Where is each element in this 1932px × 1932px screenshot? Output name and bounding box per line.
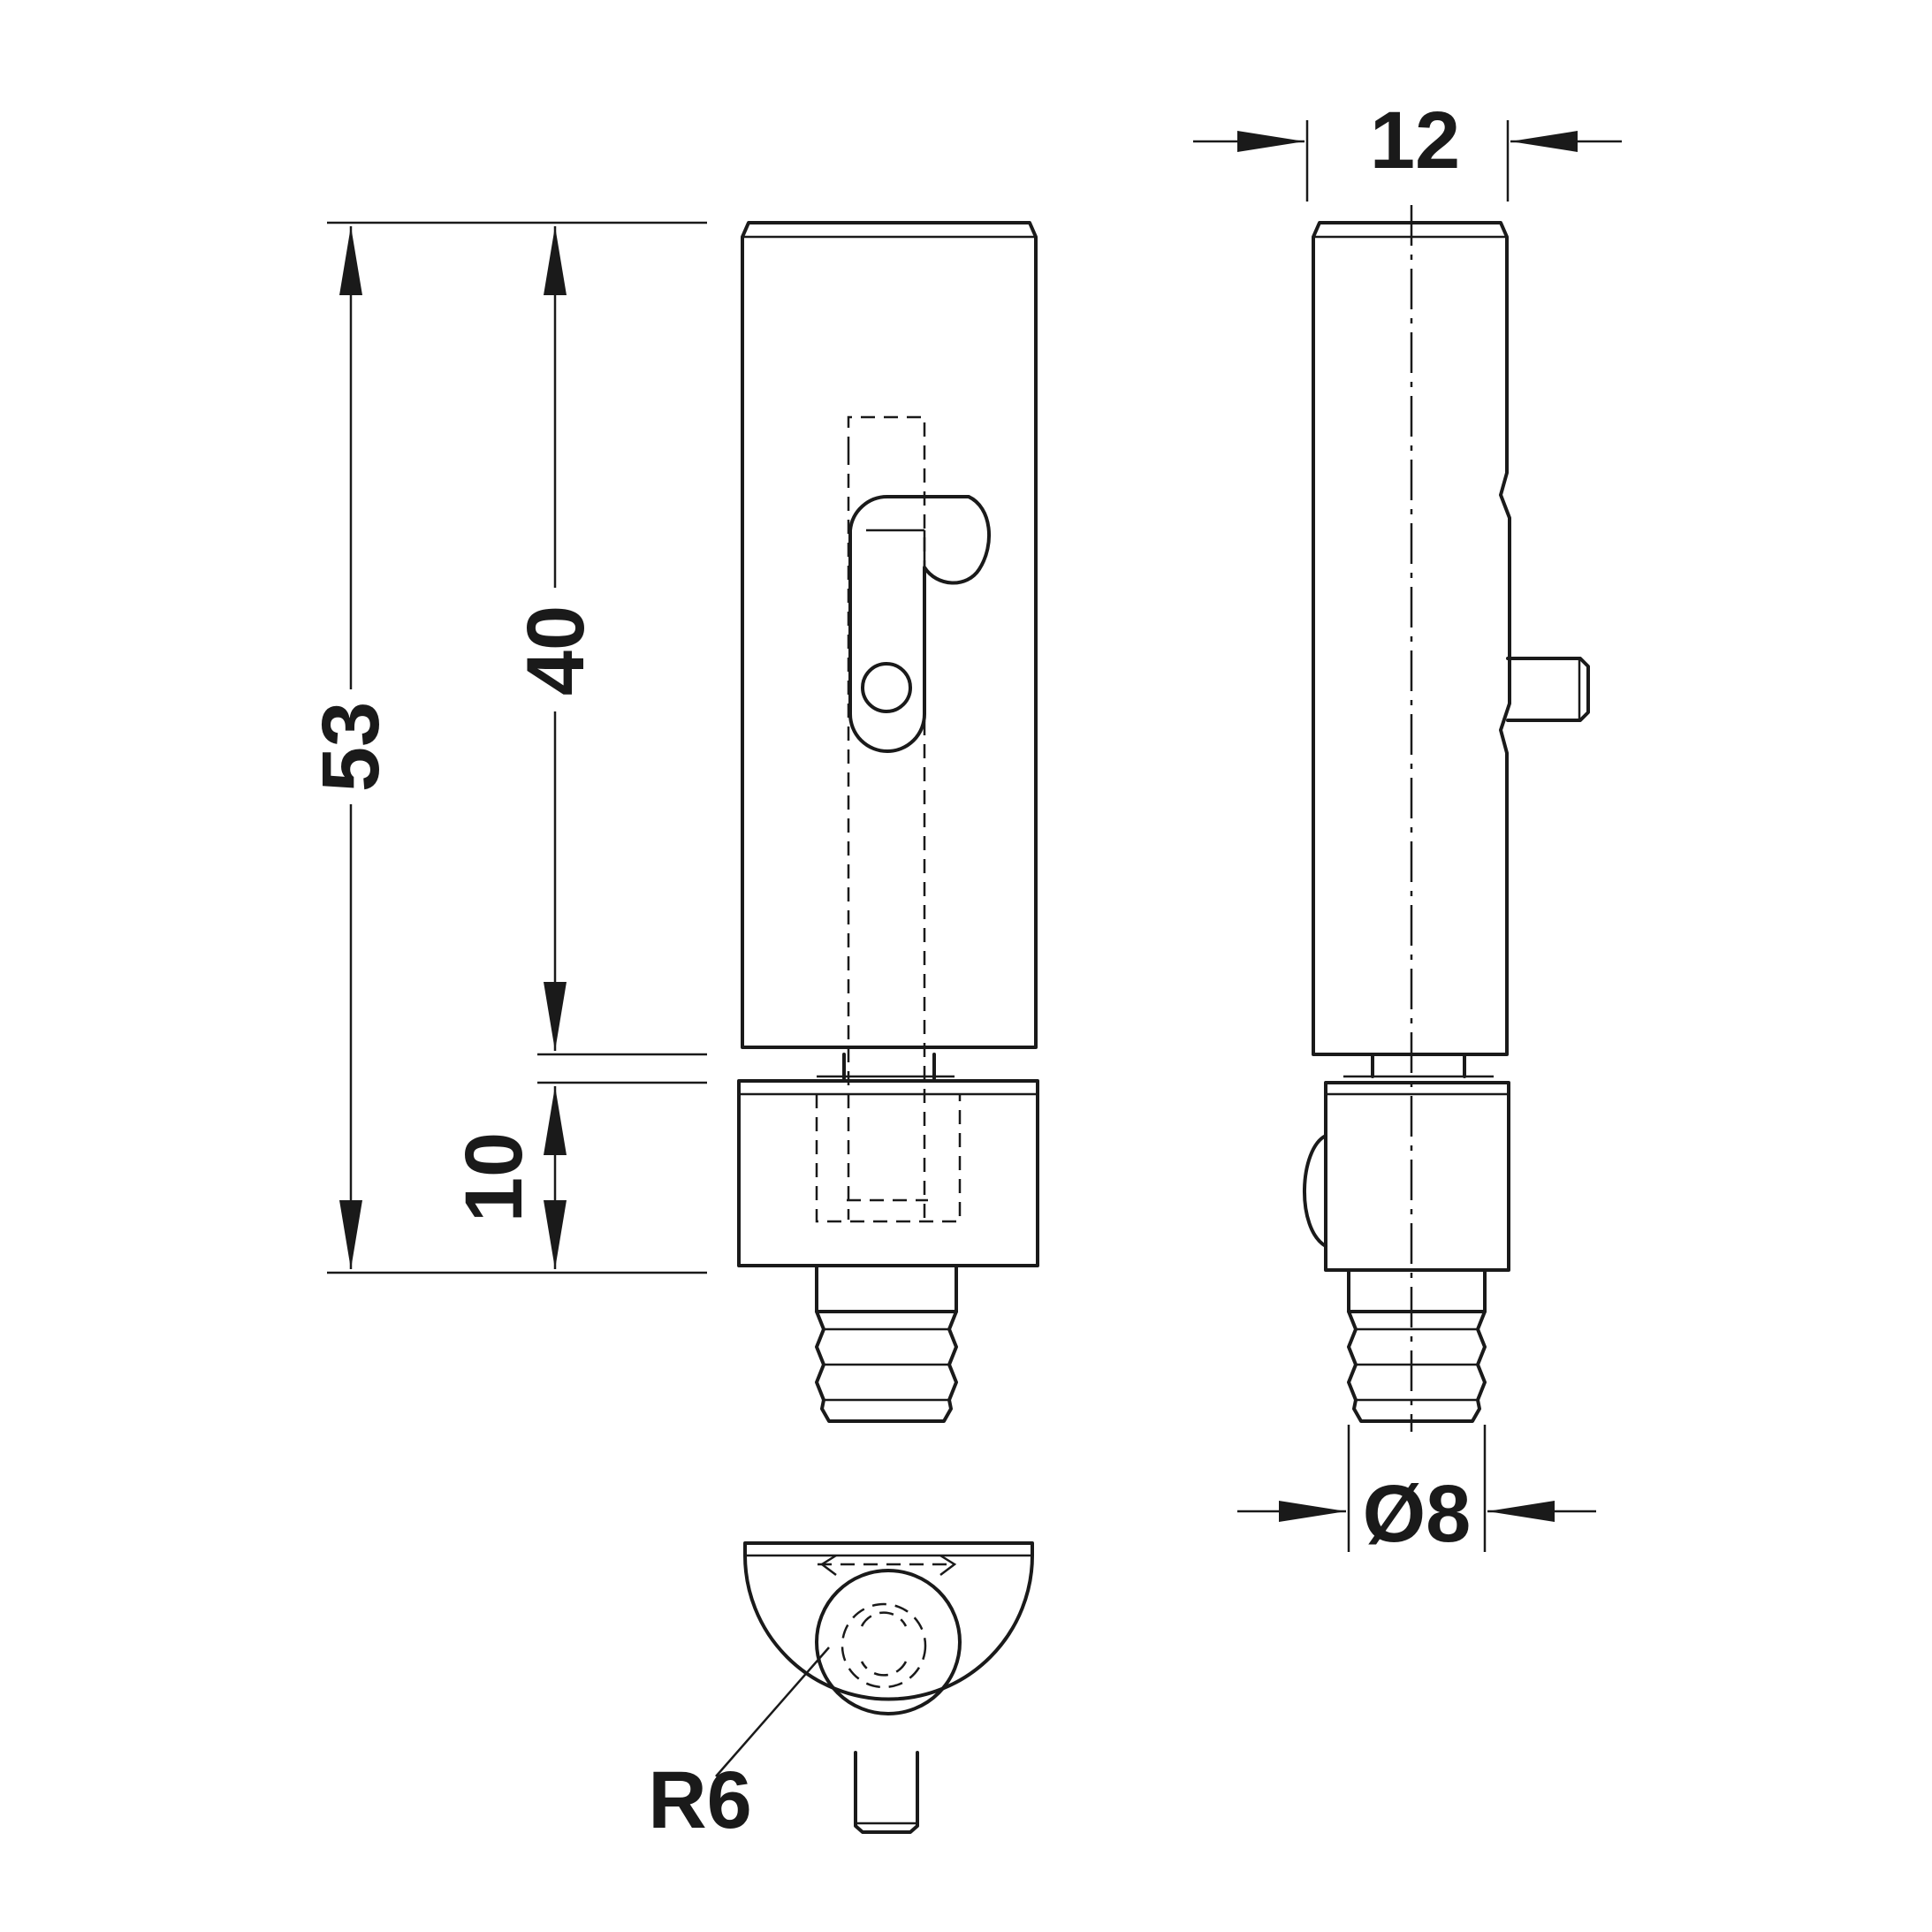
front-thread (815, 1264, 958, 1423)
dim-53-label: 53 (306, 702, 396, 792)
dim-53-arrow-bottom (339, 1200, 362, 1269)
dim-10-arrow-bottom (544, 1200, 567, 1269)
slot-pin (861, 662, 912, 713)
dim-8-arrow-left (1279, 1501, 1346, 1522)
dim-10-arrow-top (544, 1086, 567, 1155)
bottom-view-pin (854, 1751, 919, 1834)
front-slot (848, 494, 991, 753)
bottom-view-outline (743, 1541, 1034, 1701)
dim-53-arrow-top (339, 226, 362, 295)
bottom-view-stud (815, 1569, 962, 1715)
dim-8-arrow-right (1487, 1501, 1555, 1522)
side-pin (1506, 657, 1590, 722)
side-collar-bulge (1303, 1134, 1327, 1248)
dim-12-label: 12 (1370, 95, 1460, 186)
hidden-bore (847, 415, 928, 1220)
front-collar (737, 1079, 1039, 1267)
bottom-view-thread-hidden (840, 1602, 927, 1689)
dim-12-arrow-left (1237, 131, 1304, 152)
dim-12-arrow-right (1510, 131, 1578, 152)
bottom-view: R6 (648, 1541, 1034, 1845)
side-thread (1347, 1268, 1487, 1423)
dim-40-arrow-bottom (544, 982, 567, 1051)
height-dimensions: 53 40 10 (306, 221, 707, 1274)
dim-40-arrow-top (544, 226, 567, 295)
side-view (1303, 205, 1590, 1432)
front-view (737, 221, 1039, 1423)
side-collar (1324, 1081, 1510, 1272)
dim-8-label: Ø8 (1363, 1469, 1472, 1559)
diameter-dimension: Ø8 (1237, 1425, 1596, 1559)
dim-10-label: 10 (449, 1132, 539, 1222)
side-body (1312, 221, 1511, 1056)
front-body (741, 221, 1038, 1049)
width-dimension: 12 (1193, 95, 1622, 202)
r6-leader (715, 1647, 830, 1777)
dim-r6-label: R6 (648, 1755, 752, 1845)
dim-40-label: 40 (511, 605, 601, 696)
